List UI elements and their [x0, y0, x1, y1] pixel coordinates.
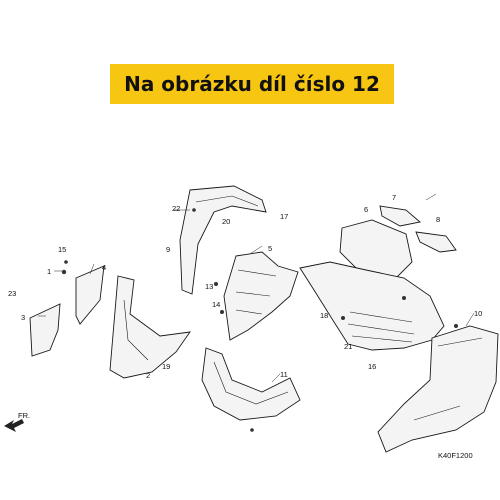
part-11-lower-front-cover[interactable] [201, 347, 301, 421]
fastener-20-nut[interactable] [402, 296, 406, 300]
part-5-inner-frame[interactable] [223, 251, 299, 341]
fastener-18-screw[interactable] [341, 316, 345, 320]
callout-3: 3 [21, 313, 25, 322]
callout-4: 4 [102, 263, 106, 272]
callout-13: 13 [205, 282, 213, 291]
callout-2: 2 [146, 371, 150, 380]
callout-5: 5 [268, 244, 272, 253]
callout-18: 18 [320, 311, 328, 320]
callout-23: 23 [8, 289, 16, 298]
callout-6: 6 [364, 205, 368, 214]
callout-17: 17 [280, 212, 288, 221]
fastener-1-grommet[interactable] [61, 269, 67, 275]
fastener-14-bolt[interactable] [220, 310, 224, 314]
callout-9: 9 [166, 245, 170, 254]
front-direction-arrow-icon: FR. [4, 411, 30, 432]
fastener-23-screw[interactable] [250, 428, 254, 432]
part-4-front-panel[interactable] [75, 265, 105, 325]
fastener-22-bolt[interactable] [192, 208, 196, 212]
banner-text: Na obrázku díl číslo 12 [124, 72, 380, 96]
fastener-17-clip[interactable] [454, 324, 458, 328]
fastener-13-nut[interactable] [214, 282, 218, 286]
callout-1: 1 [47, 267, 51, 276]
part-number-banner: Na obrázku díl číslo 12 [110, 64, 394, 104]
callout-16: 16 [368, 362, 376, 371]
part-2-front-fairing[interactable] [109, 275, 191, 379]
callout-14: 14 [212, 300, 220, 309]
part-8-right-trim[interactable] [415, 231, 457, 253]
part-10-side-cover[interactable] [377, 325, 499, 453]
part-3-left-side-cover[interactable] [29, 303, 61, 357]
part-9-windshield-frame[interactable] [179, 185, 267, 295]
front-label: FR. [18, 411, 30, 420]
callout-15: 15 [58, 245, 66, 254]
callout-19: 19 [162, 362, 170, 371]
callout-22: 22 [172, 204, 180, 213]
leader-lines [38, 193, 475, 383]
diagram-code: K40F1200 [438, 451, 473, 460]
callout-20: 20 [222, 217, 230, 226]
part-7-upper-trim[interactable] [379, 205, 421, 227]
part-21-floor-cover[interactable] [299, 261, 445, 351]
fastener-15-bolt[interactable] [64, 260, 68, 264]
callout-8: 8 [436, 215, 440, 224]
callout-11: 11 [280, 370, 288, 379]
callout-10: 10 [474, 309, 482, 318]
callout-7: 7 [392, 193, 396, 202]
callout-21: 21 [344, 342, 352, 351]
part-6-inner-cover[interactable] [339, 219, 413, 279]
